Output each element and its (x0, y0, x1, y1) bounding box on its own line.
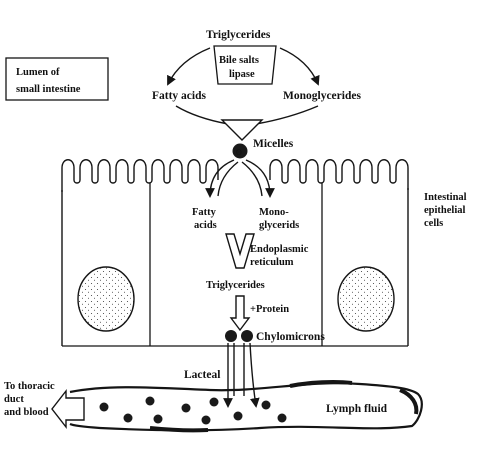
chylomicrons-label: Chylomicrons (256, 331, 325, 343)
monoglycerides-top-label: Monoglycerides (283, 90, 361, 102)
arrow-micelle-to-mono (245, 159, 275, 198)
fatty-acids-cell-label-2: acids (194, 220, 217, 231)
er-funnel-arrow (225, 233, 255, 269)
epithelial-label-2: epithelial (424, 205, 465, 216)
arrow-micelle-to-fatty (205, 159, 235, 198)
nucleus-left (77, 266, 135, 332)
microvilli-border (61, 159, 409, 192)
epithelial-label-3: cells (424, 218, 443, 229)
outflow-arrow (51, 388, 85, 430)
lipase-box (213, 45, 277, 85)
lymph-particle (99, 402, 109, 412)
lymph-fluid-label: Lymph fluid (326, 403, 388, 415)
micelle-funnel-arrow (220, 119, 264, 141)
svg-text:ʘ: ʘ (236, 148, 242, 157)
triglycerides-top-label: Triglycerides (206, 29, 271, 41)
lacteal-wall-thick-2 (149, 426, 209, 433)
micelles-label: Micelles (253, 138, 294, 150)
er-label-1: Endoplasmic (250, 244, 309, 255)
lacteal-wall-thick-3 (399, 388, 419, 415)
lymph-particle (261, 400, 271, 410)
chylomicron-2 (241, 330, 253, 342)
thoracic-label-2: duct (4, 394, 24, 405)
triglycerides-cell-label: Triglycerides (206, 280, 265, 291)
lumen-label-line1: Lumen of (16, 67, 60, 78)
arrow-micelle-to-fatty-outer (217, 161, 239, 197)
epithelial-label-1: Intestinal (424, 192, 467, 203)
lipase-label: lipase (229, 69, 255, 80)
thoracic-label-3: and blood (4, 407, 49, 418)
lacteal-label: Lacteal (184, 369, 220, 381)
fatty-acids-cell-label-1: Fatty (192, 207, 217, 218)
lymph-particle (277, 413, 287, 423)
protein-label: +Protein (250, 304, 289, 315)
lymph-particle (153, 414, 163, 424)
lacteal-wall-thick-1 (289, 380, 353, 388)
arrow-fatty-to-micelle (175, 105, 229, 125)
micelle-particle (232, 143, 248, 159)
lymph-particle (123, 413, 133, 423)
er-label-2: reticulum (250, 257, 294, 268)
fatty-acids-top-label: Fatty acids (152, 90, 207, 102)
arrow-chylo-to-lacteal-2b (249, 342, 260, 408)
lymph-particle (233, 411, 243, 421)
lymph-particle (201, 415, 211, 425)
bile-salts-label: Bile salts (219, 55, 259, 66)
lumen-label-box (5, 57, 109, 101)
arrow-to-monoglycerides (279, 47, 320, 86)
nucleus-right (337, 266, 395, 332)
lymph-particle (145, 396, 155, 406)
lacteal-vessel (69, 382, 423, 432)
arrow-mono-to-micelle (255, 105, 319, 125)
thoracic-label-1: To thoracic (4, 381, 55, 392)
lumen-label-line2: small intestine (16, 84, 81, 95)
protein-arrow (229, 295, 251, 332)
chylomicron-1 (225, 330, 237, 342)
arrow-micelle-to-mono-outer (241, 161, 263, 197)
mono-cell-label-2: glycerids (259, 220, 299, 231)
arrow-to-fatty-acids (167, 47, 211, 86)
mono-cell-label-1: Mono- (259, 207, 289, 218)
lymph-particle (181, 403, 191, 413)
lymph-particle (209, 397, 219, 407)
